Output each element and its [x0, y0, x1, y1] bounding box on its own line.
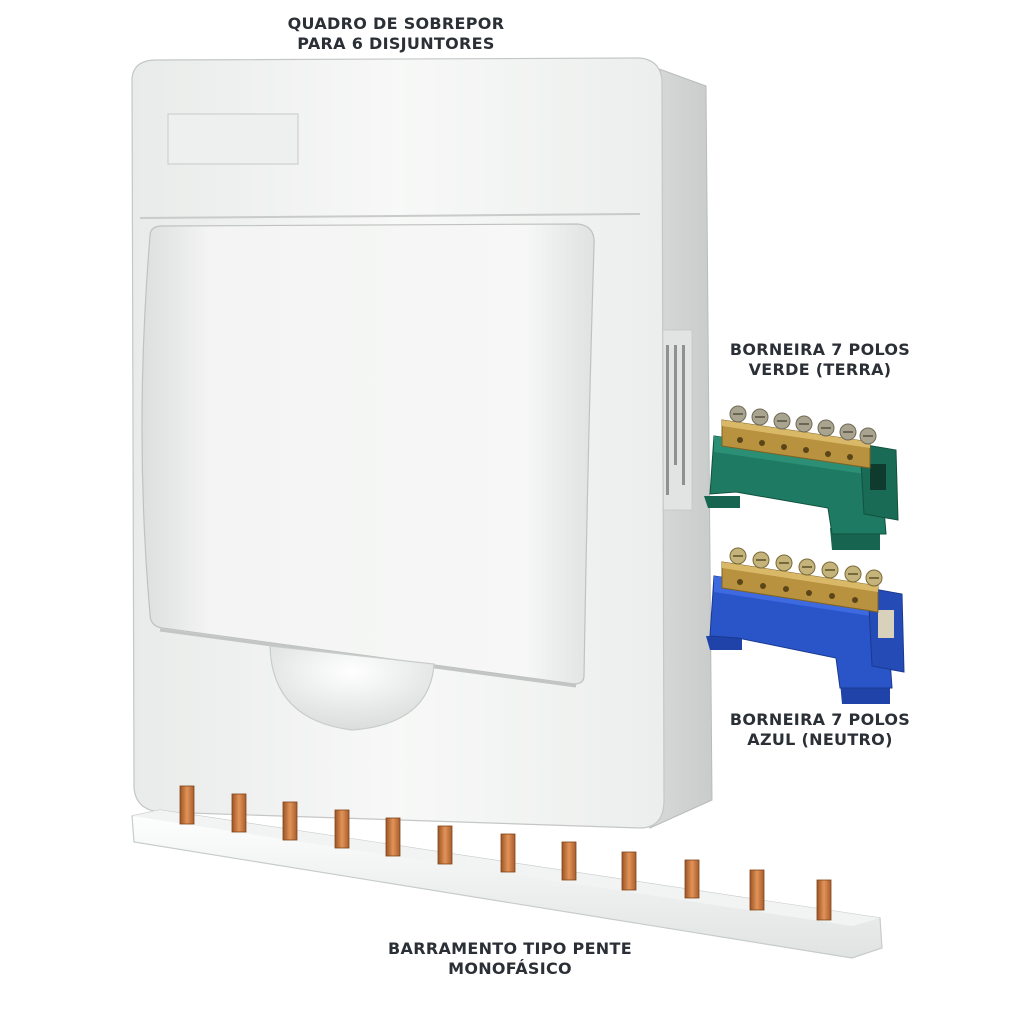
caption-barramento-line2: MONOFÁSICO	[448, 959, 572, 978]
busbar-teeth	[179, 785, 832, 921]
terminal-block-green	[704, 405, 899, 550]
caption-borneira-azul: BORNEIRA 7 POLOS AZUL (NEUTRO)	[690, 710, 950, 750]
busbar-comb	[131, 785, 883, 959]
caption-quadro-line1: QUADRO DE SOBREPOR	[287, 14, 505, 33]
caption-borneira-verde-line1: BORNEIRA 7 POLOS	[729, 340, 911, 359]
caption-quadro: QUADRO DE SOBREPOR PARA 6 DISJUNTORES	[196, 14, 596, 54]
caption-barramento: BARRAMENTO TIPO PENTE MONOFÁSICO	[300, 939, 720, 979]
caption-borneira-verde-line2: VERDE (TERRA)	[748, 360, 892, 379]
terminal-block-blue	[706, 547, 905, 704]
caption-borneira-azul-line1: BORNEIRA 7 POLOS	[729, 710, 911, 729]
caption-quadro-line2: PARA 6 DISJUNTORES	[297, 34, 495, 53]
caption-borneira-verde: BORNEIRA 7 POLOS VERDE (TERRA)	[690, 340, 950, 380]
door-handle	[269, 645, 435, 731]
terminal-screws-blue	[729, 547, 883, 587]
caption-borneira-azul-line2: AZUL (NEUTRO)	[747, 730, 893, 749]
enclosure-door	[141, 223, 595, 685]
caption-barramento-line1: BARRAMENTO TIPO PENTE	[388, 939, 632, 958]
label-window	[167, 113, 299, 165]
